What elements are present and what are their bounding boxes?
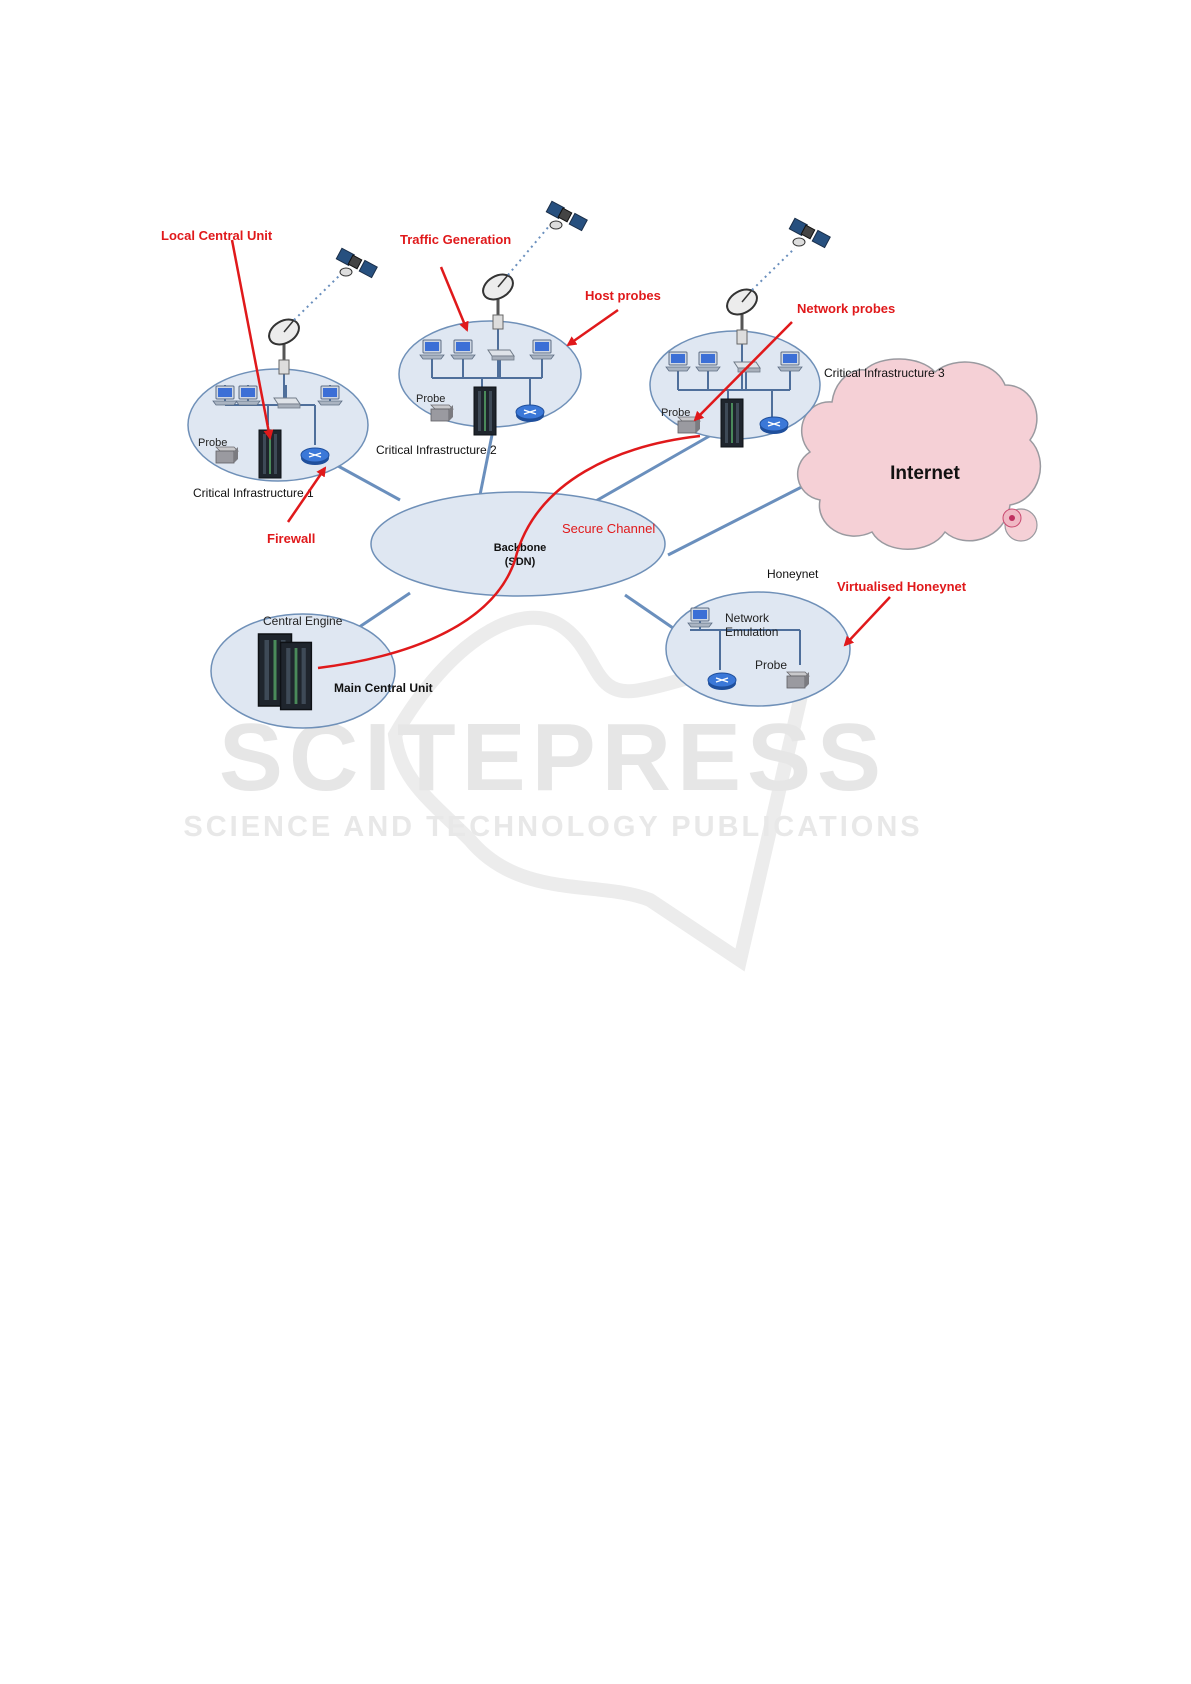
- zone-critical-infrastructure-1: Probe Critical Infrastructure 1: [187, 335, 369, 500]
- label-host-probes: Host probes: [585, 288, 661, 303]
- workstation-icon: [317, 385, 343, 406]
- satellite-dish-icon: [263, 312, 305, 376]
- workstation-icon: [450, 339, 476, 360]
- label-virtualised-honeynet: Virtualised Honeynet: [837, 579, 967, 594]
- arrow-host-probes: [566, 308, 619, 347]
- arrow-network-probes: [693, 321, 793, 422]
- link-ci3: [579, 428, 721, 512]
- workstation-icon: [235, 385, 261, 406]
- workstation-icon: [777, 351, 803, 372]
- honeynet-title: Honeynet: [767, 567, 819, 581]
- ci3-title: Critical Infrastructure 3: [824, 366, 945, 380]
- satellite-uplinks: [263, 200, 831, 376]
- label-local-central-unit: Local Central Unit: [161, 228, 273, 243]
- internet-cloud: Internet: [796, 358, 1041, 550]
- server-rack-icon: [720, 398, 744, 448]
- workstation-icon: [687, 607, 713, 628]
- annotation-labels: Local Central Unit Traffic Generation Ho…: [161, 228, 967, 594]
- workstation-icon: [212, 385, 238, 406]
- honeynet-emulation-label-2: Emulation: [725, 625, 778, 639]
- satellite-icon: [788, 217, 831, 249]
- central-engine-label: Central Engine: [263, 614, 343, 628]
- annotation-arrows: [230, 239, 891, 647]
- arrow-firewall: [286, 466, 327, 523]
- satellite-icon: [545, 200, 588, 232]
- internet-label: Internet: [890, 463, 960, 484]
- main-central-unit-title: Main Central Unit: [334, 681, 433, 695]
- satellite-icon: [335, 247, 378, 279]
- arrow-traffic-generation: [439, 266, 469, 332]
- workstation-icon: [665, 351, 691, 372]
- probe-device-icon: [215, 446, 239, 464]
- ci1-probe-label: Probe: [198, 437, 227, 449]
- label-network-probes: Network probes: [797, 301, 895, 316]
- router-icon: [515, 404, 545, 423]
- workstation-icon: [419, 339, 445, 360]
- honeynet-probe-label: Probe: [755, 658, 787, 672]
- watermark-subtitle: SCIENCE AND TECHNOLOGY PUBLICATIONS: [183, 811, 922, 843]
- arrow-virtualised-honeynet: [843, 596, 891, 647]
- probe-device-icon: [786, 671, 810, 689]
- backbone-sublabel: (SDN): [505, 556, 536, 568]
- zone-honeynet: Honeynet Network Emulation Probe: [665, 567, 851, 707]
- server-rack-icon: [279, 641, 313, 711]
- workstation-icon: [695, 351, 721, 372]
- ci2-title: Critical Infrastructure 2: [376, 443, 497, 457]
- label-firewall: Firewall: [267, 531, 315, 546]
- backbone-label: Backbone: [494, 542, 547, 554]
- honeynet-emulation-label: Network: [725, 611, 770, 625]
- router-icon: [759, 416, 789, 435]
- ci3-probe-label: Probe: [661, 407, 690, 419]
- router-icon: [300, 447, 330, 466]
- server-rack-icon: [473, 386, 497, 436]
- arrow-local-central-unit: [230, 239, 274, 440]
- secure-channel-label: Secure Channel: [562, 521, 655, 536]
- switch-icon: [273, 397, 301, 409]
- backbone: Backbone (SDN): [370, 491, 666, 597]
- switch-icon: [487, 349, 515, 361]
- ci1-title: Critical Infrastructure 1: [193, 486, 314, 500]
- label-traffic-generation: Traffic Generation: [400, 232, 511, 247]
- satellite-dish-icon: [477, 267, 519, 331]
- workstation-icon: [529, 339, 555, 360]
- router-icon: [707, 672, 737, 691]
- zone-main-central-unit: Central Engine Main Central Unit: [210, 613, 433, 729]
- probe-device-icon: [430, 404, 454, 422]
- secure-channel-line: [317, 434, 701, 670]
- zone-critical-infrastructure-2: Probe Critical Infrastructure 2: [376, 300, 582, 457]
- ci2-probe-label: Probe: [416, 393, 445, 405]
- zone-critical-infrastructure-3: Probe Critical Infrastructure 3: [649, 315, 945, 448]
